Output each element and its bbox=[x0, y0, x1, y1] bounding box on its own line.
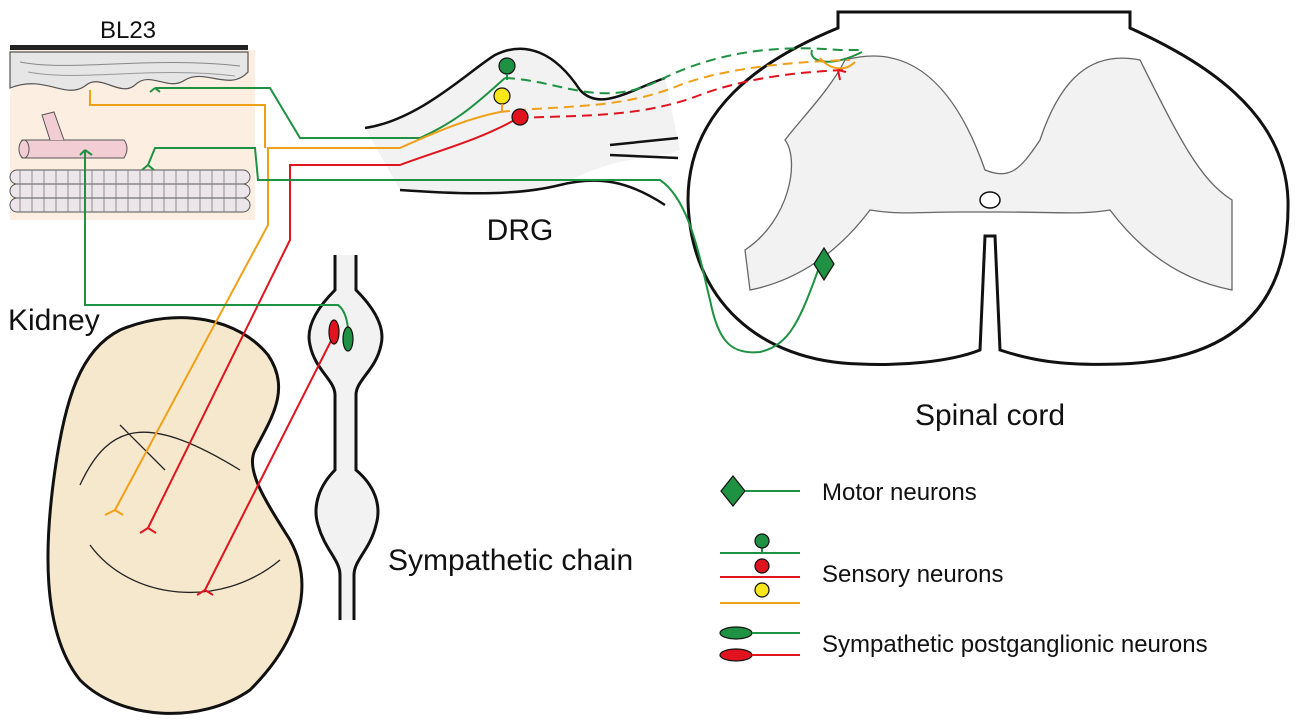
bl23-tissue-block bbox=[9, 45, 255, 220]
legend-yellow-circle-icon bbox=[754, 582, 770, 598]
motor-neuron-soma bbox=[813, 246, 835, 282]
legend-sympathetic: Sympathetic postganglionic neurons bbox=[719, 626, 1208, 662]
legend-sensory-label: Sensory neurons bbox=[822, 561, 1003, 588]
sympathetic-chain bbox=[307, 255, 384, 620]
legend-diamond-icon bbox=[720, 475, 746, 507]
chain-red-sympathetic-soma bbox=[328, 319, 340, 345]
legend-motor: Motor neurons bbox=[720, 475, 977, 507]
legend-sympathetic-label: Sympathetic postganglionic neurons bbox=[822, 631, 1208, 658]
nerve-paths bbox=[79, 47, 863, 596]
drg-ganglion bbox=[364, 47, 680, 207]
chain-green-sympathetic-soma bbox=[342, 326, 354, 352]
sympathetic-chain-label: Sympathetic chain bbox=[388, 544, 633, 577]
legend-red-circle-icon bbox=[754, 558, 770, 574]
spinal-cord bbox=[686, 10, 1290, 366]
kidney bbox=[46, 316, 304, 715]
legend: Motor neurons Sensory neurons Sympatheti… bbox=[719, 475, 1208, 662]
neuron-cell-bodies bbox=[328, 57, 835, 352]
legend-motor-label: Motor neurons bbox=[822, 479, 977, 506]
kidney-label: Kidney bbox=[8, 304, 100, 337]
drg-red-sensory-soma bbox=[511, 108, 529, 126]
legend-green-oval-icon bbox=[719, 626, 753, 640]
drg-green-sensory-soma bbox=[498, 57, 516, 75]
legend-green-circle-icon bbox=[754, 533, 770, 549]
legend-red-oval-icon bbox=[719, 648, 753, 662]
drg-yellow-sensory-soma bbox=[493, 87, 511, 105]
drg-label: DRG bbox=[487, 214, 554, 247]
bl23-label: BL23 bbox=[100, 17, 156, 44]
spinal-cord-label: Spinal cord bbox=[915, 399, 1065, 432]
legend-sensory: Sensory neurons bbox=[720, 533, 1003, 604]
